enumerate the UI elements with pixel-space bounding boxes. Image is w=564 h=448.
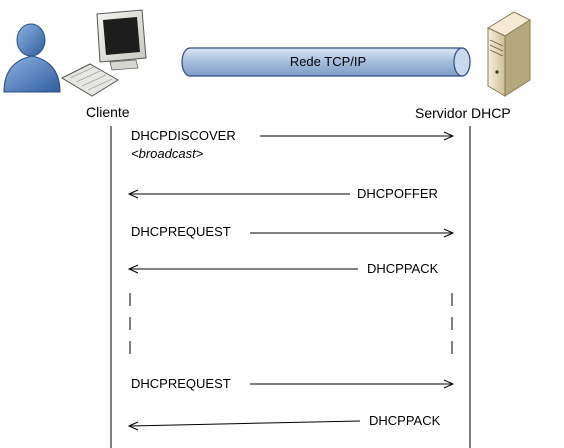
user-icon bbox=[3, 23, 61, 93]
message-arrow-5 bbox=[250, 379, 455, 389]
network-pipe bbox=[181, 47, 471, 77]
message-arrow-3 bbox=[250, 228, 455, 238]
message-arrow-4 bbox=[127, 264, 358, 274]
server-label: Servidor DHCP bbox=[415, 105, 511, 121]
message-note-1: <broadcast> bbox=[131, 146, 204, 161]
message-arrow-2 bbox=[127, 189, 350, 199]
client-label: Cliente bbox=[86, 104, 130, 120]
message-label-1: DHCPDISCOVER bbox=[131, 128, 236, 143]
desktop-computer-icon bbox=[60, 9, 147, 97]
network-label: Rede TCP/IP bbox=[289, 54, 367, 69]
message-label-6: DHCPPACK bbox=[369, 413, 441, 428]
message-label-3: DHCPREQUEST bbox=[131, 224, 231, 239]
server-tower-icon bbox=[486, 11, 532, 97]
message-label-4: DHCPPACK bbox=[367, 261, 439, 276]
message-arrow-6 bbox=[127, 420, 361, 431]
message-label-5: DHCPREQUEST bbox=[131, 376, 231, 391]
message-label-2: DHCPOFFER bbox=[357, 186, 438, 201]
message-arrow-1 bbox=[260, 131, 455, 141]
